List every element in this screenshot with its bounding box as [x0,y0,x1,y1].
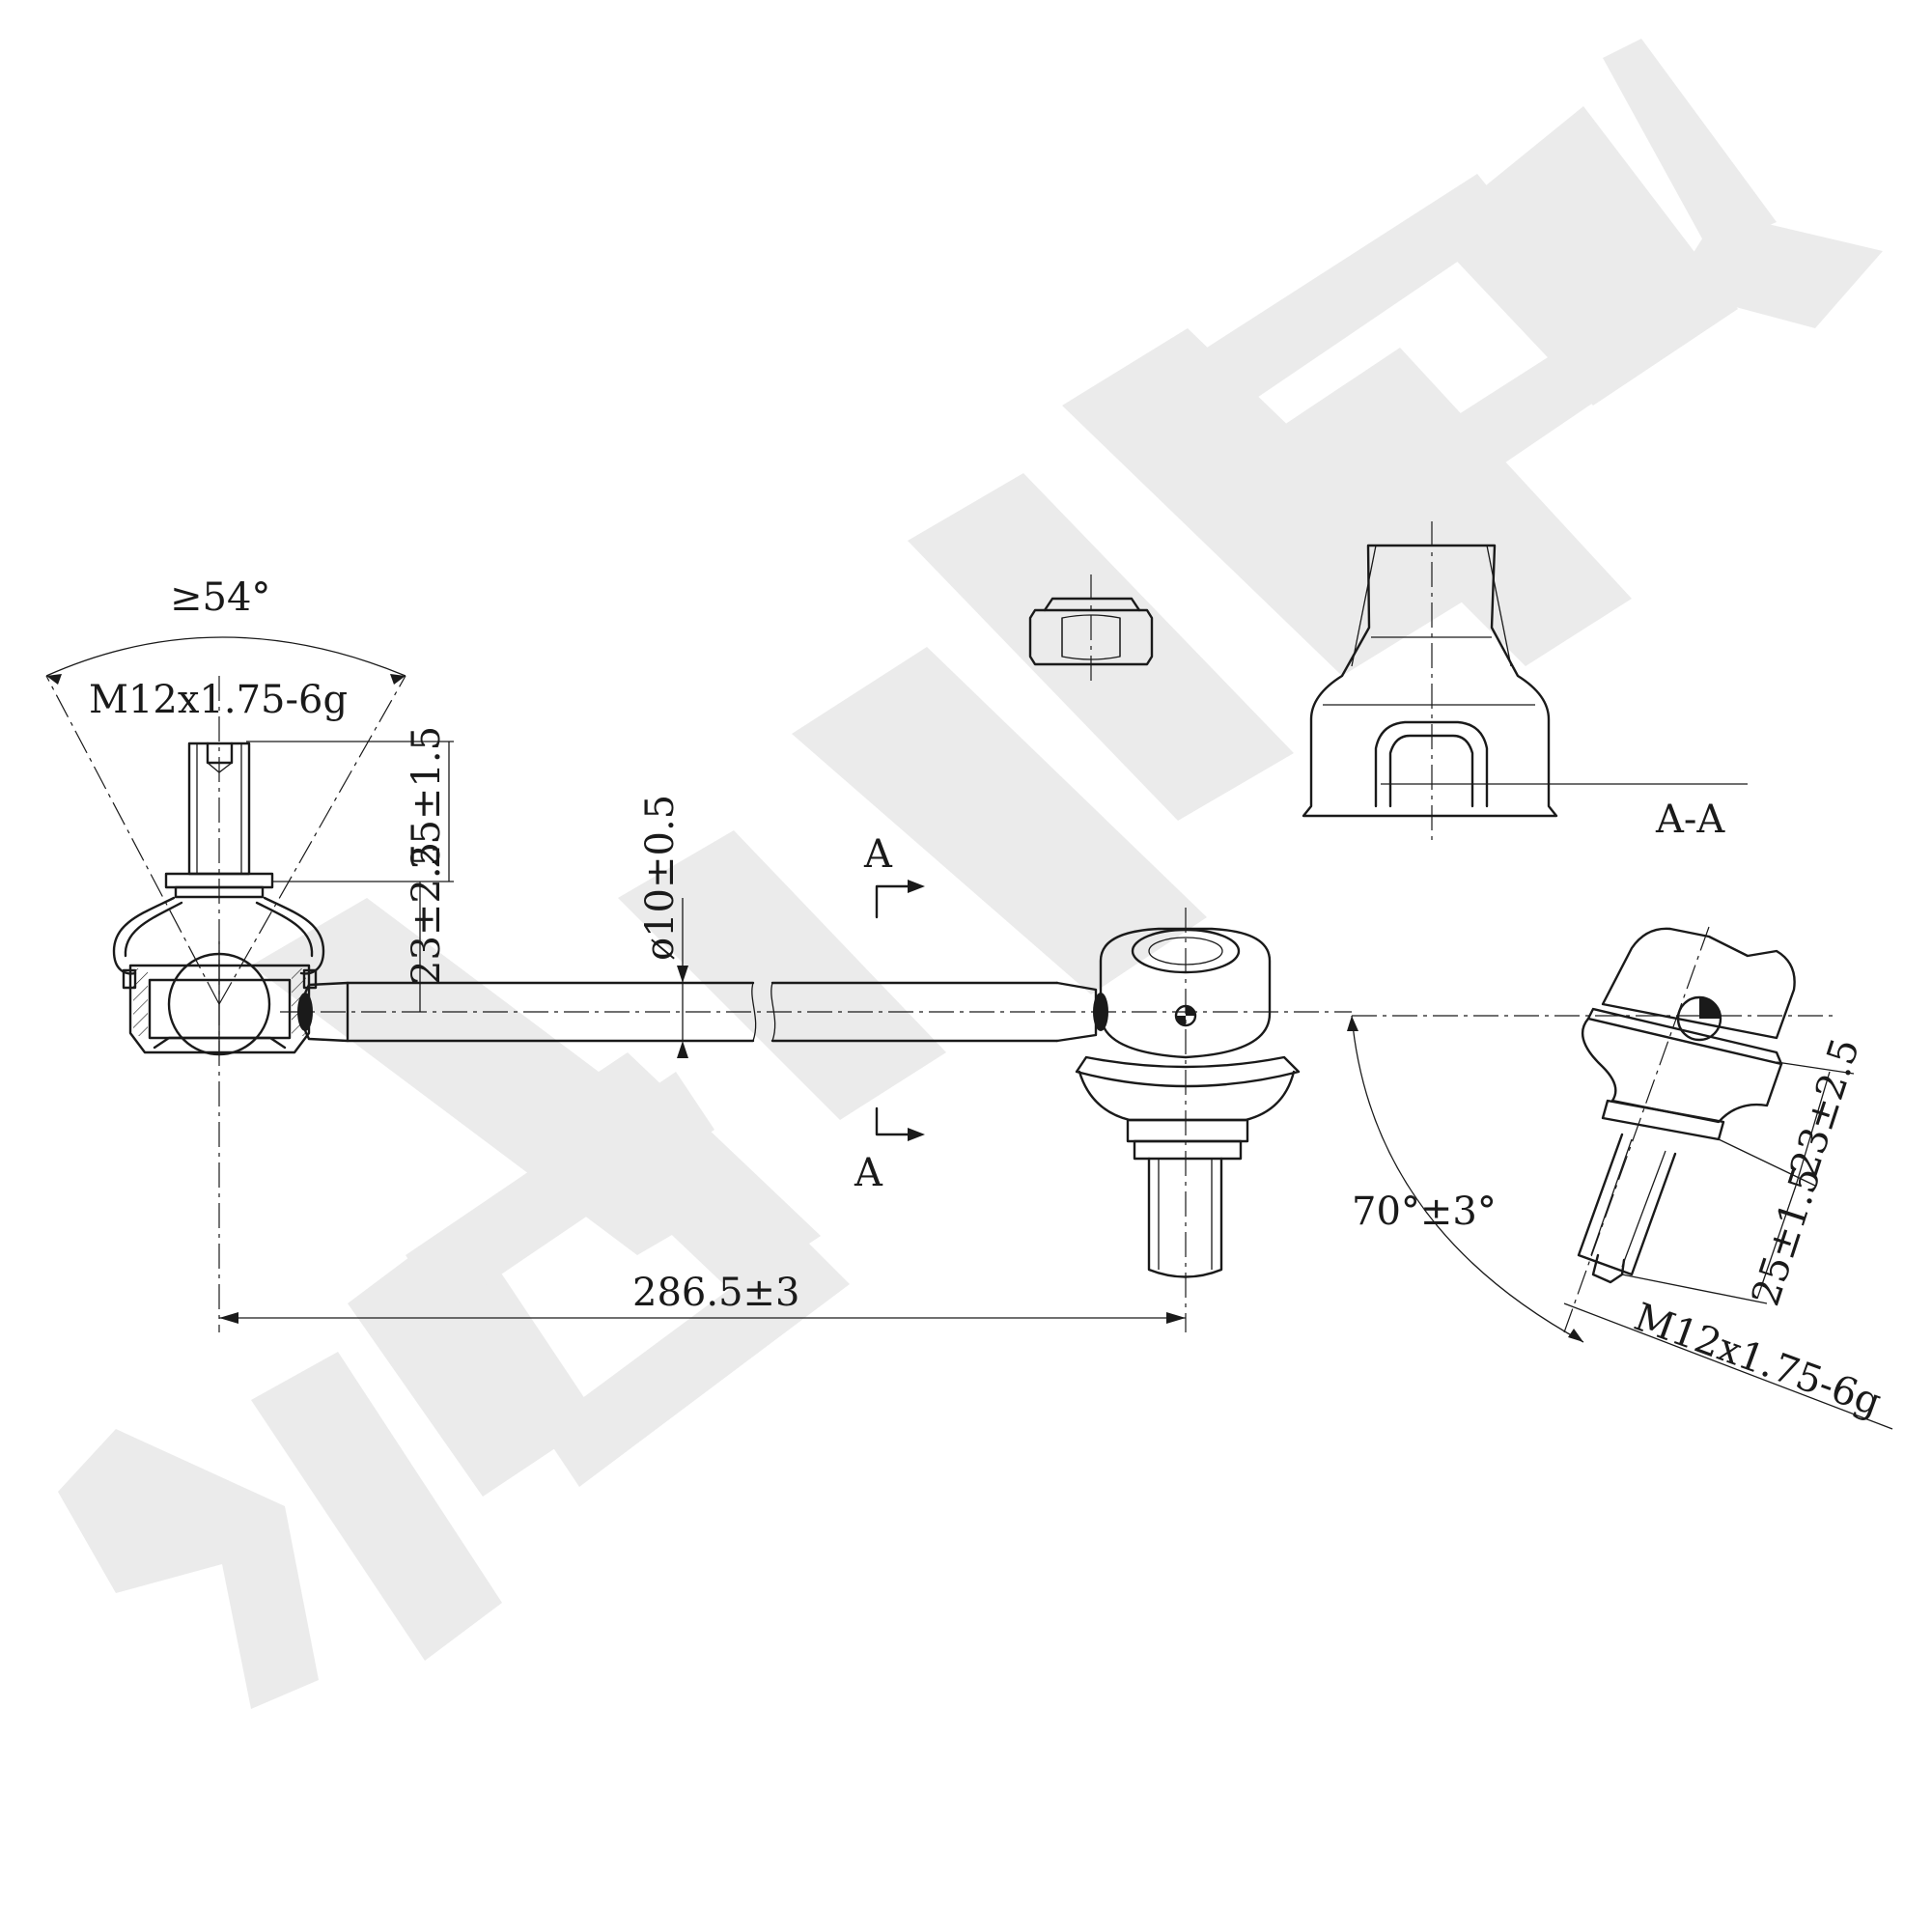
section-a-a-view [1347,926,1834,1343]
dust-cap [1302,521,1558,840]
brand-watermark [58,39,1883,1709]
section-view-label: A-A [1655,798,1725,842]
angle-arc-left [45,636,406,677]
section-marker-top [875,880,925,919]
pin-length-label-right: 25±1.5 [1744,1162,1830,1311]
rod-diameter-label: ø10±0.5 [638,795,683,961]
neck-length-label-left: 23±2.5 [405,842,449,985]
section-marker-bottom [875,1106,925,1141]
angle-min-label: ≥54° [170,575,270,620]
lock-nut [1028,574,1154,681]
angle-right-label: 70°±3° [1352,1190,1497,1234]
neck-length-label-right: 23±2.5 [1782,1033,1868,1183]
overall-length-label: 286.5±3 [632,1271,799,1315]
left-ball-joint [45,675,406,1332]
section-marker-bottom-label: A [854,1151,883,1195]
thread-label-left: M12x1.75-6g [89,678,348,722]
thread-label-right: M12x1.75-6g [1629,1295,1888,1425]
dimension-lines [219,741,1893,1430]
stabilizer-rod [280,981,1352,1043]
section-marker-top-label: A [863,832,893,877]
right-ball-joint [1075,908,1301,1332]
pin-length-label-left: 25±1.5 [405,726,449,869]
